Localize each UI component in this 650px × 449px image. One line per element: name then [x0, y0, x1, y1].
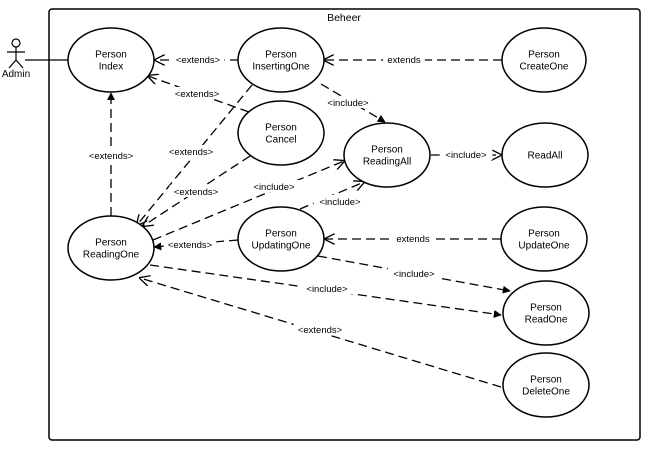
usecase-label-line: DeleteOne [522, 387, 570, 398]
usecase-ellipse [500, 206, 588, 272]
relation-cancel-extends-index [148, 76, 250, 113]
usecase-ellipse [343, 122, 431, 188]
usecase-label-line: UpdatingOne [252, 241, 311, 252]
usecase-label-line: Person [265, 50, 297, 61]
relation-label-bg [170, 87, 224, 99]
relation-label-bg [247, 180, 301, 192]
usecase-ellipse [502, 280, 590, 346]
actor-leg-right [15, 59, 24, 69]
relation-label-create-extends-inserting: extends [387, 55, 421, 66]
usecase-label-line: Person [530, 303, 562, 314]
relation-label-updating-extends-readingone: <extends> [168, 240, 213, 251]
usecase-label-line: Person [371, 145, 403, 156]
relation-label-bg [169, 185, 223, 197]
usecase-ellipse [67, 215, 155, 281]
usecase-label-line: Person [95, 50, 127, 61]
usecase-ellipse [67, 27, 155, 93]
actor-head-icon [11, 38, 21, 48]
usecase-label-line: ReadAll [527, 151, 562, 162]
relation-label-bg [387, 267, 441, 279]
relation-label-bg [392, 232, 434, 244]
relation-label-readingone-include-readingall: <include> [253, 182, 295, 193]
relation-label-bg [300, 282, 354, 294]
relation-label-deleteone-extends-readingone: <extends> [298, 325, 343, 336]
usecase-label-line: Cancel [265, 135, 296, 146]
usecase-label-line: Person [528, 229, 560, 240]
usecase-ellipse [501, 122, 589, 188]
usecase-label-line: CreateOne [520, 62, 569, 73]
usecase-ellipse [502, 352, 590, 418]
relation-label-bg [313, 195, 367, 207]
relation-label-updating-include-readingall: <include> [319, 197, 361, 208]
relation-label-bg [84, 149, 138, 161]
relation-label-inserting-extends-index: <extends> [176, 55, 221, 66]
usecase-ellipse [237, 27, 325, 93]
system-title: Beheer [327, 12, 361, 24]
relation-label-inserting-extends-readingone: <extends> [169, 147, 214, 158]
relation-updating-include-readone [317, 255, 511, 294]
usecase-label-line: Person [530, 375, 562, 386]
relation-readingone-include-readone [149, 264, 502, 318]
usecase-label-line: Person [265, 229, 297, 240]
relation-label-updateone-extends-updating: extends [396, 234, 430, 245]
relation-label-readingone-extends-index: <extends> [89, 151, 134, 162]
usecase-label-line: Person [265, 123, 297, 134]
relation-label-bg [164, 145, 218, 157]
usecase-read-all[interactable]: ReadAll [501, 122, 589, 188]
relation-inserting-include-readingall [320, 83, 386, 123]
usecase-label-line: Person [95, 238, 127, 249]
usecase-label-line: InsertingOne [252, 62, 310, 73]
relation-label-bg [171, 53, 225, 65]
actor-leg-left [8, 59, 17, 69]
usecase-ellipse [501, 27, 587, 93]
relations-layer: <extends> extends <extends> <include> <exten… [84, 53, 511, 388]
relation-label-updating-include-readone: <include> [393, 269, 435, 280]
usecase-label-line: Person [528, 50, 560, 61]
relation-label-bg [293, 323, 347, 335]
usecase-label-line: ReadingOne [83, 250, 140, 261]
usecase-ellipse [237, 100, 325, 166]
relation-readingone-include-readingall [152, 161, 344, 241]
usecases-layer: PersonIndexPersonInsertingOnePersonCreat… [67, 27, 590, 418]
relation-label-bg [163, 238, 217, 250]
relation-label-bg [439, 148, 493, 160]
relation-label-readingone-include-readone: <include> [306, 284, 348, 295]
usecase-label-line: Index [99, 62, 123, 73]
usecase-ellipse [237, 206, 325, 272]
relation-label-readingall-include-readall: <include> [445, 150, 487, 161]
relation-label-inserting-include-readingall: <include> [327, 98, 369, 109]
usecase-label-line: ReadingAll [363, 157, 411, 168]
actor-name: Admin [2, 69, 30, 80]
relation-label-cancel-extends-readingone: <extends> [174, 187, 219, 198]
relation-label-bg [321, 96, 375, 108]
usecase-label-line: UpdateOne [518, 241, 570, 252]
relation-label-cancel-extends-index: <extends> [175, 89, 220, 100]
relation-label-bg [383, 53, 425, 65]
admin-actor[interactable]: Admin [2, 38, 30, 80]
usecase-label-line: ReadOne [525, 315, 568, 326]
system-boundary [48, 8, 641, 441]
